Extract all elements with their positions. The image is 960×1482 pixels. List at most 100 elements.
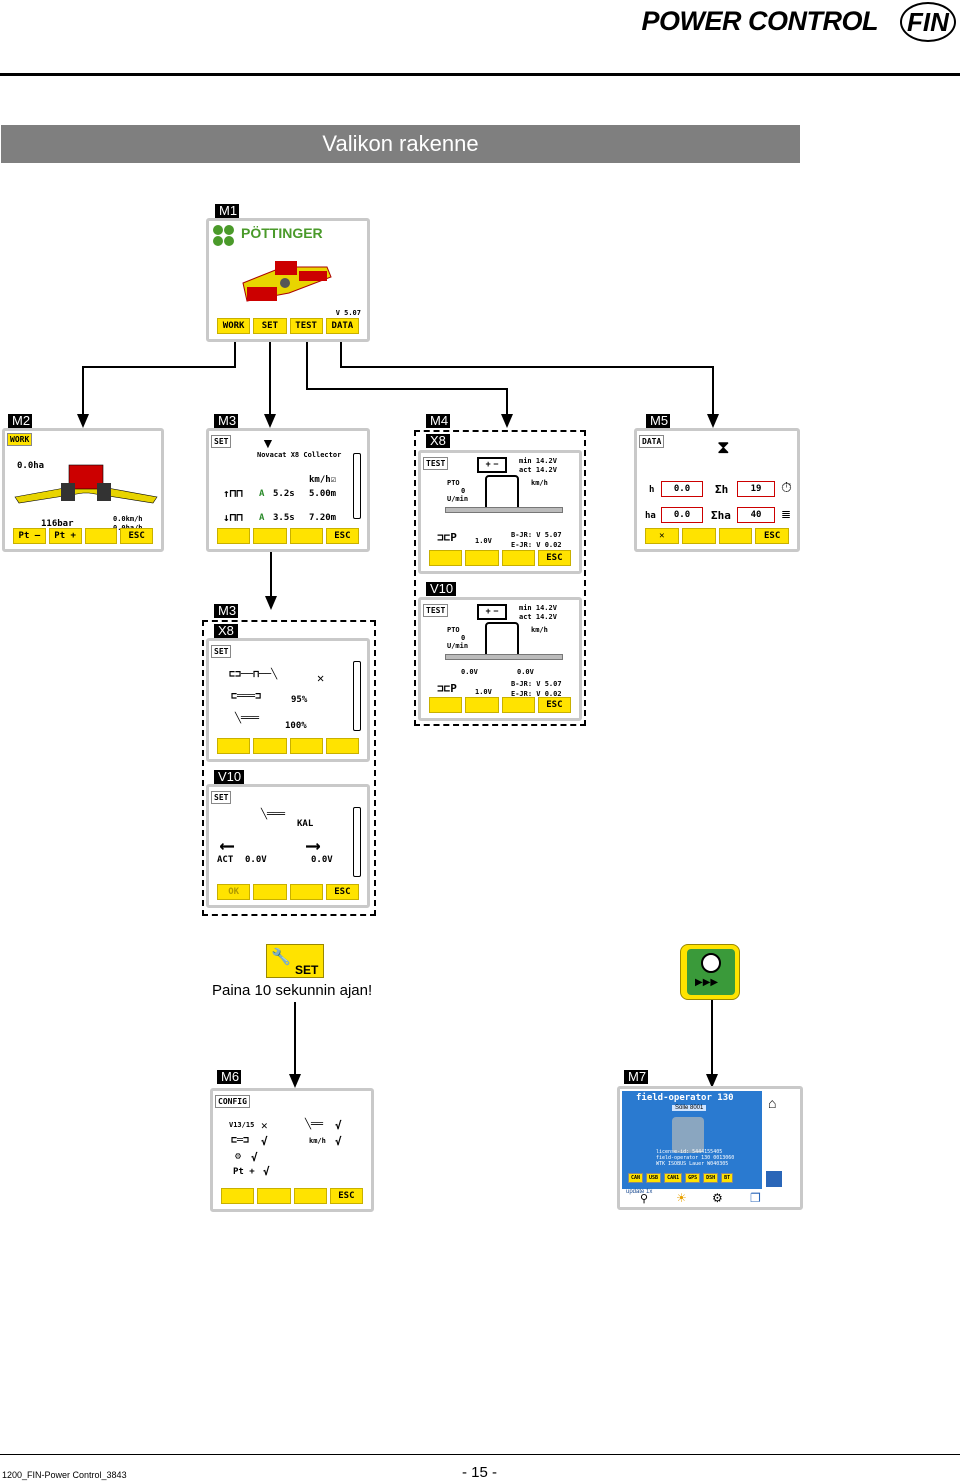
pt-check-icon: √	[263, 1165, 270, 1178]
up-button[interactable]	[289, 884, 323, 900]
chip-usb[interactable]: USB	[646, 1173, 662, 1183]
screen-v10-test: TEST + − min 14.2V act 14.2V PTO 0 U/min…	[418, 597, 582, 721]
chip-gps[interactable]: GPS	[685, 1173, 701, 1183]
down-button[interactable]	[257, 1188, 291, 1204]
empty-button[interactable]	[289, 528, 323, 544]
empty-button[interactable]	[501, 550, 535, 566]
screen-m4: TEST + − min 14.2V act 14.2V PTO 0 U/min…	[418, 450, 582, 574]
empty-button[interactable]	[465, 697, 499, 713]
battery-icon: + −	[477, 457, 507, 473]
set-chip: SET	[211, 435, 232, 448]
arrow-down-icon	[706, 1074, 718, 1088]
reset-button[interactable]: ✕	[645, 528, 679, 544]
chip-bt[interactable]: BT	[721, 1173, 734, 1183]
field-icon: ≣	[781, 507, 792, 521]
tag-v10-bottom: V10	[214, 770, 244, 784]
m7-icon-bar: ⚲ ☀ ⚙ ❐	[622, 1191, 802, 1207]
m6-button-bar: ESC	[221, 1188, 363, 1204]
scrollbar[interactable]	[353, 661, 361, 731]
tag-m3-x8: X8	[214, 624, 238, 638]
section-banner: Valikon rakenne	[1, 125, 800, 163]
windows-switch-icon[interactable]: ❐	[750, 1191, 761, 1205]
esc-button[interactable]: ESC	[329, 1188, 363, 1204]
esc-button[interactable]: ESC	[537, 697, 571, 713]
kmh-label: km/h	[531, 479, 548, 487]
connector	[712, 366, 714, 414]
usb-icon[interactable]: ⚲	[640, 1193, 649, 1205]
edit-button[interactable]	[221, 1188, 255, 1204]
esc-button[interactable]: ESC	[325, 528, 359, 544]
a2-label: A	[259, 513, 265, 523]
v1-voltage: 0.0V	[245, 855, 267, 865]
tag-m4-x8: X8	[426, 434, 450, 448]
wrench-icon: 🔧	[271, 949, 291, 966]
chip-can[interactable]: CAN	[628, 1173, 644, 1183]
arrow-down-icon	[265, 596, 277, 610]
chip-can1[interactable]: CAN1	[664, 1173, 683, 1183]
scrollbar[interactable]	[353, 453, 361, 519]
kal-label: KAL	[297, 819, 314, 829]
pto-value: 0	[461, 634, 466, 642]
gear-icon[interactable]: ⚙	[712, 1191, 723, 1205]
test-button[interactable]: TEST	[289, 318, 323, 334]
pt-minus-button[interactable]: Pt –	[13, 528, 46, 544]
up-button[interactable]	[289, 738, 323, 754]
m3-x8-button-bar	[217, 738, 359, 754]
scrollbar[interactable]	[353, 807, 361, 877]
v2-voltage: 0.0V	[311, 855, 333, 865]
brightness-icon[interactable]: ☀	[676, 1191, 687, 1205]
empty-button[interactable]	[325, 738, 359, 754]
empty-button[interactable]	[465, 550, 499, 566]
empty-button[interactable]	[501, 697, 535, 713]
empty-button[interactable]	[253, 884, 287, 900]
pt-icon: ⊐⊏P	[437, 682, 457, 695]
arrow-left-icon: ⟵	[221, 833, 234, 857]
empty-button[interactable]	[718, 528, 753, 544]
version-text: V 5.07	[335, 309, 361, 317]
set-button[interactable]: SET	[253, 318, 287, 334]
sum-h-label: Σh	[715, 483, 729, 496]
chip-dsh[interactable]: DSH	[703, 1173, 719, 1183]
data-button[interactable]: DATA	[325, 318, 359, 334]
connector	[506, 388, 508, 414]
pto-unit: U/min	[447, 642, 469, 650]
connector	[270, 552, 272, 596]
windows-icon[interactable]	[766, 1171, 782, 1187]
empty-button[interactable]	[429, 550, 463, 566]
mower-logo-icon: ▼	[261, 435, 275, 451]
edit-button[interactable]	[217, 738, 251, 754]
empty-button[interactable]	[253, 738, 287, 754]
esc-button[interactable]: ESC	[120, 528, 153, 544]
pt-plus-button[interactable]: Pt +	[48, 528, 82, 544]
pto-label: PTO	[447, 626, 460, 634]
config-chip: CONFIG	[215, 1095, 250, 1108]
esc-button[interactable]: ESC	[755, 528, 789, 544]
ok-button[interactable]: OK	[217, 884, 251, 900]
edit-button[interactable]	[217, 528, 251, 544]
v10-test-button-bar: ESC	[429, 697, 571, 713]
update-text: update 1x	[626, 1189, 653, 1195]
arrow-down-icon	[707, 414, 719, 428]
field-operator-key-icon[interactable]: ▶▶▶	[680, 944, 740, 1000]
tag-m1: M1	[215, 204, 239, 218]
screen-m2: WORK 0.0ha 116bar 0.0km/h 0.0ha/h Pt – P…	[2, 428, 164, 552]
home-icon[interactable]: ⌂	[768, 1095, 777, 1111]
v-status-x-icon: ✕	[261, 1119, 268, 1132]
tag-m4: M4	[426, 414, 450, 428]
lift-button[interactable]	[84, 528, 118, 544]
esc-button[interactable]: ESC	[325, 884, 359, 900]
belt-check-icon: √	[335, 1119, 342, 1132]
clover-logo-icon	[213, 225, 235, 247]
screen-m6: CONFIG V13/15 ✕ ╲══ √ ⊏═⊐ √ km/h √ ⚙ √ P…	[210, 1088, 374, 1212]
ha-label: ha	[645, 511, 656, 521]
down-button[interactable]	[253, 528, 287, 544]
set-key-icon[interactable]: 🔧 SET	[266, 944, 324, 978]
empty-button[interactable]	[293, 1188, 327, 1204]
empty-button[interactable]	[681, 528, 716, 544]
empty-button[interactable]	[429, 697, 463, 713]
bjr-version: B-JR: V 5.07	[511, 680, 562, 688]
set-key-label: SET	[295, 963, 319, 977]
esc-button[interactable]: ESC	[537, 550, 571, 566]
s2-value: 7.20m	[309, 513, 337, 523]
work-button[interactable]: WORK	[217, 318, 251, 334]
